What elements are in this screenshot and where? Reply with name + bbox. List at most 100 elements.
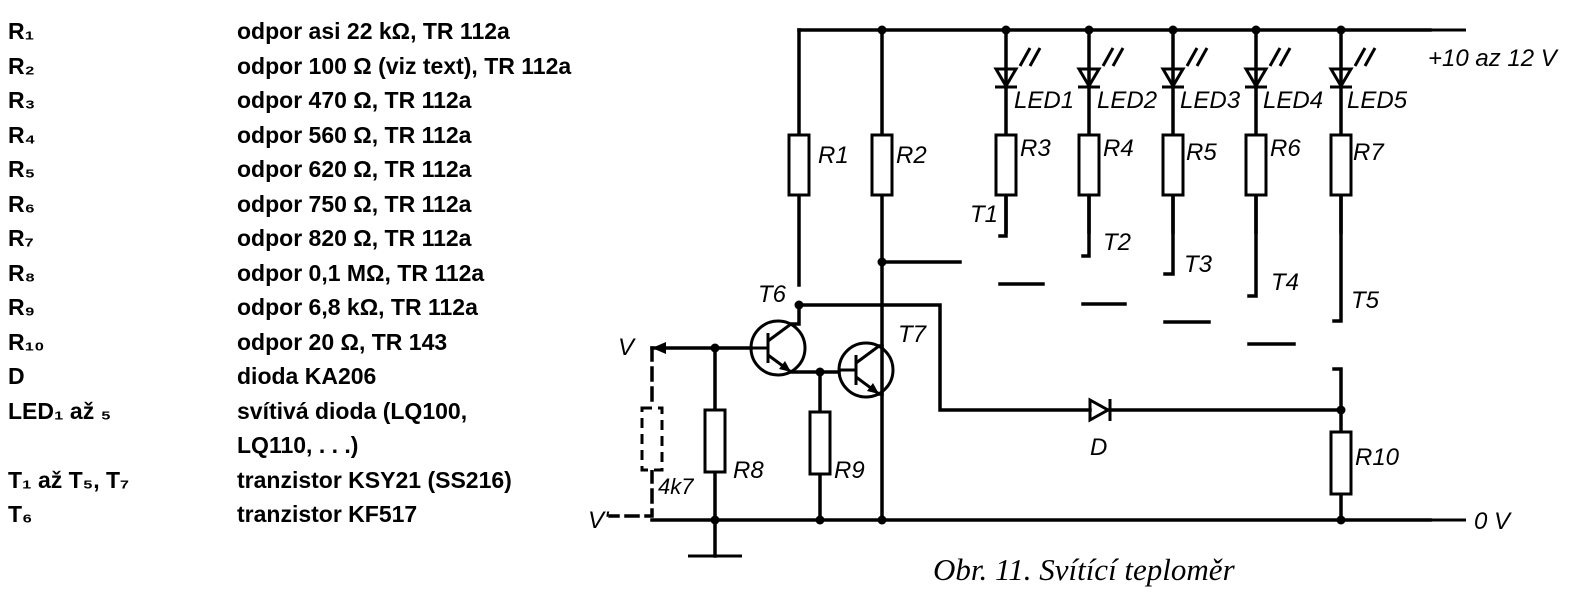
- input-label: V: [618, 334, 636, 361]
- parts-row: R₁₀ odpor 20 Ω, TR 143: [0, 325, 640, 360]
- resistor-r10: [1329, 430, 1353, 496]
- resistor-r8: [703, 408, 727, 474]
- part-desc: svítivá dioda (LQ100,: [237, 397, 468, 424]
- led-3: [1160, 47, 1209, 89]
- part-ref: R₆: [8, 190, 36, 217]
- resistor-r4: [1077, 133, 1101, 197]
- part-desc: odpor 0,1 MΩ, TR 112a: [237, 259, 485, 286]
- resistor-r6: [1244, 133, 1268, 197]
- part-desc: LQ110, . . .): [237, 432, 359, 458]
- part-ref: LED₁ až ₅: [8, 397, 112, 424]
- r1-label: R1: [818, 142, 849, 169]
- light-arrow: [1353, 47, 1367, 67]
- resistor-r5: [1161, 133, 1185, 197]
- light-arrow: [1028, 47, 1042, 67]
- led-5: [1328, 47, 1377, 89]
- parts-row: T₁ až T₅, T₇ tranzistor KSY21 (SS216): [0, 463, 640, 498]
- light-arrow: [1363, 47, 1377, 67]
- r10-label: R10: [1355, 444, 1400, 471]
- part-ref: R₁₀: [8, 328, 45, 355]
- led-triangle: [1243, 67, 1269, 89]
- resistor-r7: [1329, 133, 1353, 197]
- transistor-collector-lead: [767, 322, 792, 343]
- led-2: [1076, 47, 1125, 89]
- part-desc: odpor 100 Ω (viz text), TR 112a: [237, 52, 572, 79]
- wire: [1081, 193, 1091, 258]
- led4-label: LED4: [1263, 87, 1323, 114]
- light-arrow: [1185, 47, 1199, 67]
- parts-list: R₁ odpor asi 22 kΩ, TR 112a R₂ odpor 100 Ω…: [0, 14, 640, 532]
- light-arrow: [1195, 47, 1209, 67]
- part-ref: R₁: [8, 18, 35, 44]
- part-desc: odpor 20 Ω, TR 143: [237, 328, 448, 355]
- t7-label: T7: [898, 321, 928, 348]
- components: [640, 47, 1377, 496]
- parts-row: LED₁ až ₅ svítivá dioda (LQ100,: [0, 394, 640, 429]
- led-triangle: [1076, 67, 1102, 89]
- led2-label: LED2: [1097, 87, 1157, 114]
- parts-row: R₂ odpor 100 Ω (viz text), TR 112a: [0, 49, 640, 84]
- wire: [1247, 193, 1258, 298]
- junction-dot: [877, 257, 887, 267]
- r5-label: R5: [1186, 139, 1217, 166]
- junction-dot: [710, 515, 720, 525]
- led-4: [1243, 47, 1292, 89]
- part-desc: odpor 620 Ω, TR 112a: [237, 156, 472, 182]
- diode-d: [1088, 397, 1112, 423]
- r7-label: R7: [1353, 139, 1385, 166]
- part-desc: odpor 470 Ω, TR 112a: [237, 87, 472, 113]
- figure-caption: Obr. 11. Svítící teploměr: [933, 552, 1236, 587]
- part-ref: T₁ až T₅, T₇: [8, 466, 130, 493]
- led5-label: LED5: [1347, 87, 1408, 114]
- junction-dot: [1336, 515, 1346, 525]
- wire: [1332, 193, 1343, 323]
- r8-label: R8: [733, 457, 764, 484]
- junction-dot: [1168, 25, 1178, 35]
- part-ref: D: [8, 363, 25, 389]
- led-triangle: [1328, 67, 1354, 89]
- junction-dot: [815, 515, 825, 525]
- transistor-t6: [749, 319, 807, 377]
- dashed-wire: [608, 468, 654, 518]
- emitter-arrow: [779, 361, 791, 372]
- r6-label: R6: [1270, 135, 1301, 162]
- wire: [789, 303, 801, 326]
- input-arrow: [652, 342, 666, 354]
- diode-label: D: [1090, 434, 1107, 461]
- junction-dot: [1001, 25, 1011, 35]
- t5-label: T5: [1351, 287, 1380, 314]
- emitter-arrow: [867, 383, 879, 394]
- resistor-4k7: [640, 406, 664, 472]
- supply-label: +10 az 12 V: [1428, 45, 1559, 72]
- part-ref: R₂: [8, 52, 35, 79]
- input2-label: V': [588, 507, 610, 534]
- r3-label: R3: [1020, 135, 1051, 162]
- transistor-t7: [837, 341, 895, 399]
- part-desc: odpor 6,8 kΩ, TR 112a: [237, 294, 478, 320]
- part-desc: tranzistor KSY21 (SS216): [237, 466, 512, 493]
- t1-label: T1: [970, 201, 998, 228]
- junction-dot: [877, 25, 887, 35]
- part-desc: dioda KA206: [237, 363, 377, 389]
- led-triangle: [1160, 67, 1186, 89]
- led-triangle: [993, 67, 1019, 89]
- resistor-r2: [870, 133, 894, 197]
- t2-label: T2: [1103, 229, 1131, 256]
- led-1: [993, 47, 1042, 89]
- r4-label: R4: [1103, 135, 1134, 162]
- led1-label: LED1: [1014, 87, 1074, 114]
- junction-dot: [1336, 25, 1346, 35]
- part-desc: odpor asi 22 kΩ, TR 112a: [237, 18, 510, 44]
- wire: [1163, 193, 1175, 276]
- part-desc: odpor 560 Ω, TR 112a: [237, 121, 472, 148]
- wiring: [608, 25, 1466, 558]
